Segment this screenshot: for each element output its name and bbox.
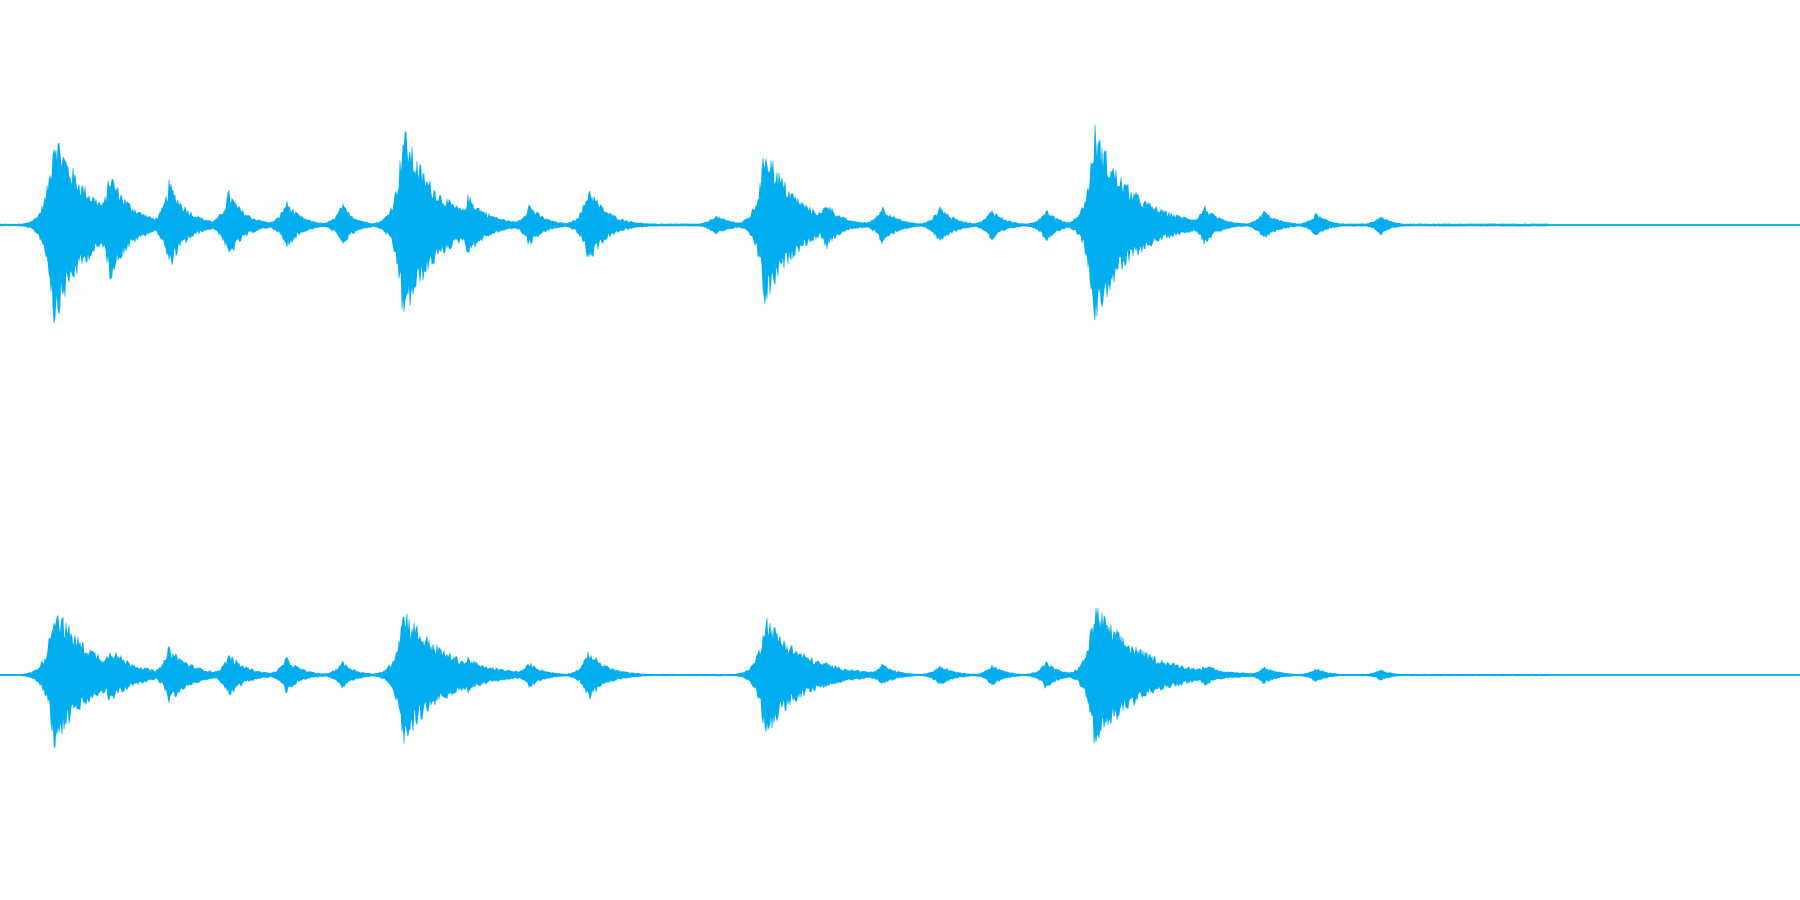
channel-2-waveform — [0, 607, 1800, 749]
channel-1-waveform — [0, 124, 1800, 324]
waveform-channel-1[interactable] — [0, 124, 1800, 324]
waveform-channel-2[interactable] — [0, 607, 1800, 749]
